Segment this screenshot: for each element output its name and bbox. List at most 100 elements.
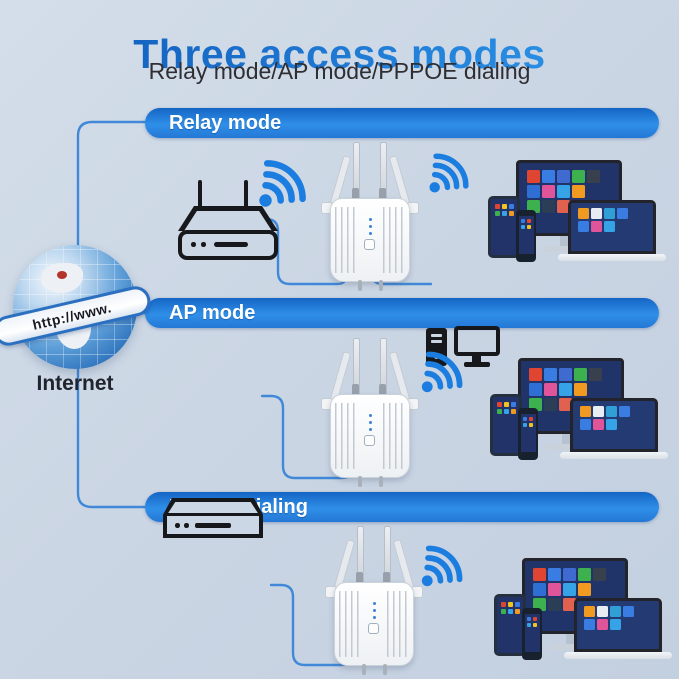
app-tile (559, 368, 572, 381)
app-tile (557, 185, 570, 198)
app-tile (617, 208, 628, 219)
app-tile (572, 170, 585, 183)
monitor-stand (562, 434, 576, 444)
wps-button-icon (364, 435, 375, 446)
app-tile (574, 368, 587, 381)
app-tile (532, 623, 537, 627)
app-tile (591, 221, 602, 232)
internet-label: Internet (36, 372, 114, 395)
page-subtitle: Relay mode/AP mode/PPPOE dialing (148, 58, 531, 84)
wifi-icon-ap-clients (412, 348, 466, 402)
vent-ridges-left (339, 591, 361, 657)
pc-monitor-neck (472, 356, 481, 362)
app-tile (604, 208, 615, 219)
app-tile (508, 602, 513, 607)
app-tile (508, 609, 513, 614)
vent-ridges-right (383, 207, 405, 273)
app-tile (578, 208, 589, 219)
router-slot (214, 242, 248, 247)
cable-stub (379, 280, 383, 291)
app-tile (522, 417, 527, 421)
app-tile (528, 423, 533, 427)
app-tile (593, 568, 606, 581)
app-tile (497, 409, 502, 414)
cluster-ap (490, 358, 670, 463)
app-tile (589, 368, 602, 381)
app-tile (559, 383, 572, 396)
app-tile (587, 170, 600, 183)
antenna-joint (352, 384, 359, 397)
vent-ridges-right (383, 403, 405, 469)
laptop-base (560, 452, 668, 459)
section-banner-label: AP mode (169, 302, 256, 324)
laptop-icon (560, 398, 668, 460)
monitor-stand (560, 236, 574, 246)
app-tile (520, 219, 525, 223)
status-led (369, 414, 372, 417)
router-icon (178, 180, 278, 260)
app-tile (497, 402, 502, 407)
router-top (178, 206, 278, 231)
app-tile (591, 208, 602, 219)
app-tile (578, 568, 591, 581)
app-tile (533, 583, 546, 596)
repeater-body (334, 582, 414, 666)
wifi-signal-icon (409, 139, 483, 213)
status-led (369, 218, 372, 221)
app-tile (502, 211, 507, 216)
router-base (178, 230, 278, 260)
app-tile (504, 402, 509, 407)
wifi-repeater-device (318, 338, 422, 488)
section-banner-relay-mode: Relay mode (145, 108, 659, 138)
antenna-joint (356, 572, 363, 585)
repeater-relay (318, 142, 422, 292)
page-title: Three access modes (0, 31, 679, 78)
monitor-stand-base (543, 246, 591, 252)
app-tile (584, 619, 595, 630)
app-tile (495, 204, 500, 209)
router-antenna (244, 180, 248, 208)
pc-slot (431, 334, 442, 337)
app-tile (606, 419, 617, 430)
app-tile (526, 225, 531, 229)
wifi-signal-icon (401, 531, 477, 607)
vent-ridges-right (387, 591, 409, 657)
modem-face (167, 502, 259, 534)
router-led (201, 242, 206, 247)
app-tile (515, 609, 520, 614)
antenna-joint (383, 572, 390, 585)
cluster-relay (488, 160, 668, 265)
app-tile (504, 409, 509, 414)
router-led (191, 242, 196, 247)
laptop-icon (564, 598, 672, 660)
wifi-repeater-device (322, 526, 426, 676)
status-led (369, 225, 372, 228)
section-banner-ap-mode: AP mode (145, 298, 659, 328)
globe-landmass-detail (57, 271, 67, 279)
vent-ridges-left (335, 207, 357, 273)
status-led (369, 421, 372, 424)
modem-switch-icon (163, 498, 263, 538)
cable-stub (383, 664, 387, 675)
cable-stub (379, 476, 383, 487)
antenna-joint (379, 188, 386, 201)
app-tile (501, 602, 506, 607)
smartphone-icon (518, 408, 538, 460)
app-tile (542, 185, 555, 198)
app-tile (529, 368, 542, 381)
repeater-pppoe (322, 526, 426, 676)
app-tile (533, 568, 546, 581)
app-tile (544, 398, 557, 411)
smartphone-icon (516, 210, 536, 262)
cluster-pppoe (494, 558, 674, 663)
app-tile (610, 619, 621, 630)
pc-monitor-foot (464, 362, 490, 367)
app-tile (619, 406, 630, 417)
app-tile (511, 402, 516, 407)
app-tile (574, 383, 587, 396)
app-tile (542, 200, 555, 213)
pc-monitor (454, 326, 500, 356)
app-tile (528, 417, 533, 421)
app-tile (544, 383, 557, 396)
